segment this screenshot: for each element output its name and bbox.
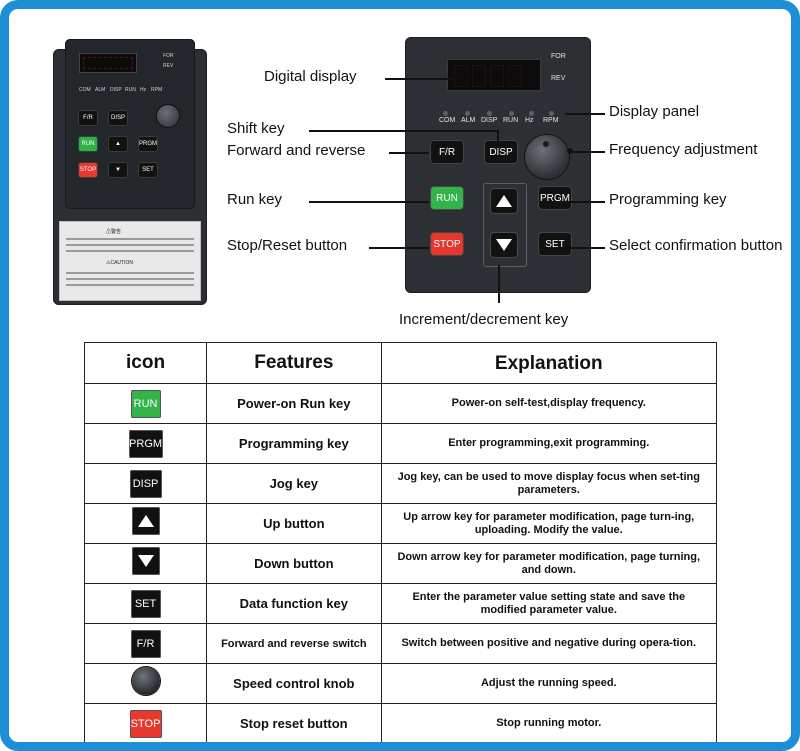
feature-cell: Stop reset button [206, 703, 382, 742]
panel-disp-key[interactable]: DISP [485, 141, 517, 163]
panel-fr-key[interactable]: F/R [431, 141, 463, 163]
unit-indicator: RPM [151, 87, 163, 93]
table-row: SET Data function key Enter the paramete… [83, 583, 718, 624]
panel-up-arrow-icon[interactable] [491, 189, 517, 213]
unit-prgm-key[interactable]: PRGM [139, 137, 157, 151]
callout-run-key: Run key [227, 191, 283, 208]
table-row: DISP Jog key Jog key, can be used to mov… [83, 463, 718, 504]
unit-set-key[interactable]: SET [139, 163, 157, 177]
knob-icon [131, 667, 160, 695]
panel-rev-label: REV [551, 75, 566, 82]
explanation-cell: Down arrow key for parameter modificatio… [380, 543, 718, 584]
callout-display-panel: Display panel [609, 103, 700, 120]
up-arrow-icon [131, 507, 160, 535]
explanation-cell: Stop running motor. [380, 703, 718, 742]
drive-unit-keypad: FOR REV COM ALM DISP RUN Hz RPM F/R DISP… [65, 39, 195, 209]
panel-set-key[interactable]: SET [539, 233, 571, 255]
unit-for-label: FOR [163, 53, 174, 59]
unit-indicator: DISP [110, 87, 122, 93]
header-features: Features [206, 342, 382, 384]
panel-arrow-group [483, 183, 527, 267]
callout-shift-key: Shift key [227, 120, 285, 137]
explanation-cell: Up arrow key for parameter modification,… [380, 503, 718, 544]
panel-run-key[interactable]: RUN [431, 187, 463, 209]
feature-cell: Power-on Run key [206, 383, 382, 424]
set-key-icon: SET [130, 589, 161, 618]
unit-knob-icon[interactable] [157, 105, 179, 127]
panel-indicator: RUN [503, 117, 519, 124]
unit-warning-title: ⚠警告 [106, 229, 122, 235]
feature-cell: Data function key [206, 583, 382, 624]
table-row: F/R Forward and reverse switch Switch be… [83, 623, 718, 664]
down-arrow-icon [131, 547, 160, 575]
table-header-row: icon Features Explanation [83, 342, 718, 384]
explanation-cell: Adjust the running speed. [380, 663, 718, 704]
table-row: Speed control knob Adjust the running sp… [83, 663, 718, 704]
drive-unit-photo: FOR REV COM ALM DISP RUN Hz RPM F/R DISP… [47, 39, 211, 309]
unit-caution-title: ⚠CAUTION [106, 260, 133, 266]
panel-down-arrow-icon[interactable] [491, 233, 517, 257]
callout-programming-key: Programming key [609, 191, 727, 208]
unit-indicator: ALM [95, 87, 106, 93]
panel-digital-display [447, 59, 541, 91]
unit-stop-key[interactable]: STOP [79, 163, 97, 177]
panel-indicator: DISP [481, 117, 498, 124]
unit-disp-key[interactable]: DISP [109, 111, 127, 125]
explanation-cell: Switch between positive and negative dur… [380, 623, 718, 664]
header-icon: icon [83, 342, 208, 384]
unit-fr-key[interactable]: F/R [79, 111, 97, 125]
explanation-cell: Jog key, can be used to move display foc… [380, 463, 718, 504]
panel-indicator: ALM [461, 117, 476, 124]
unit-indicator: COM [79, 87, 91, 93]
explanation-cell: Power-on self-test,display frequency. [380, 383, 718, 424]
callout-select-confirmation: Select confirmation button [609, 237, 783, 254]
table-row: STOP Stop reset button Stop running moto… [83, 703, 718, 742]
run-key-icon: RUN [130, 389, 161, 418]
panel-prgm-key[interactable]: PRGM [539, 187, 571, 209]
prgm-key-icon: PRGM [128, 429, 163, 458]
feature-cell: Forward and reverse switch [206, 623, 382, 664]
table-row: Up button Up arrow key for parameter mod… [83, 503, 718, 544]
fr-key-icon: F/R [130, 629, 161, 658]
feature-cell: Up button [206, 503, 382, 544]
header-explanation: Explanation [380, 342, 718, 384]
keypad-closeup: FOR REV COM ALM DISP RUN Hz RPM F/R DISP… [405, 37, 591, 293]
panel-stop-key[interactable]: STOP [431, 233, 463, 255]
features-table: icon Features Explanation RUN Power-on R… [83, 342, 718, 742]
panel-knob-icon[interactable] [525, 135, 569, 179]
unit-indicator: RUN [125, 87, 136, 93]
callout-frequency-adjustment: Frequency adjustment [609, 141, 758, 158]
feature-cell: Programming key [206, 423, 382, 464]
panel-indicator: COM [439, 117, 456, 124]
feature-cell: Down button [206, 543, 382, 584]
table-row: Down button Down arrow key for parameter… [83, 543, 718, 584]
panel-indicator: Hz [525, 117, 534, 124]
unit-run-key[interactable]: RUN [79, 137, 97, 151]
stop-key-icon: STOP [129, 709, 162, 738]
panel-for-label: FOR [551, 53, 566, 60]
explanation-cell: Enter programming,exit programming. [380, 423, 718, 464]
unit-rev-label: REV [163, 63, 174, 69]
callout-digital-display: Digital display [264, 68, 357, 85]
callout-increment-decrement: Increment/decrement key [399, 311, 569, 328]
table-row: PRGM Programming key Enter programming,e… [83, 423, 718, 464]
unit-down-arrow-icon[interactable]: ▼ [109, 163, 127, 177]
feature-cell: Jog key [206, 463, 382, 504]
unit-warning-label: ⚠警告 ⚠CAUTION [59, 221, 201, 301]
callout-stop-reset: Stop/Reset button [227, 237, 348, 254]
explanation-cell: Enter the parameter value setting state … [380, 583, 718, 624]
panel-indicator: RPM [543, 117, 559, 124]
feature-cell: Speed control knob [206, 663, 382, 704]
unit-up-arrow-icon[interactable]: ▲ [109, 137, 127, 151]
table-row: RUN Power-on Run key Power-on self-test,… [83, 383, 718, 424]
unit-digital-display [79, 53, 137, 73]
unit-indicator: Hz [140, 87, 147, 93]
callout-forward-reverse: Forward and reverse [227, 142, 366, 159]
disp-key-icon: DISP [129, 469, 162, 498]
